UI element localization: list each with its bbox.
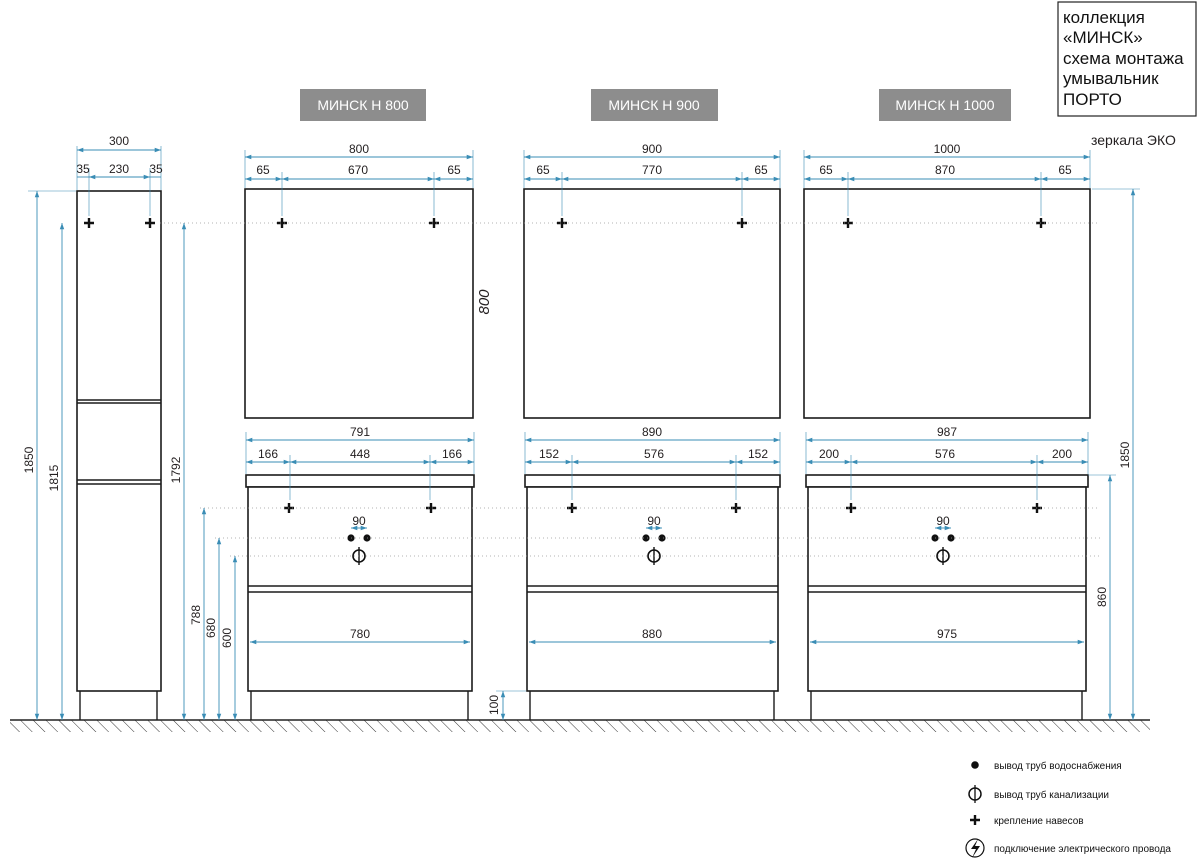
- info-box: коллекция «МИНСК» схема монтажа умывальн…: [1057, 1, 1197, 117]
- mirror-900-width-label: 900: [642, 142, 662, 156]
- vertical-dimensions: 1850 1815 1792 788 680 600 100 800 860 1…: [22, 188, 1140, 720]
- column-width-label: 300: [109, 134, 129, 148]
- cabinet-800-mid-label: 448: [350, 447, 370, 461]
- floor: [10, 719, 1150, 732]
- cabinet-mount-height-label: 788: [189, 605, 203, 625]
- legend-mount-cross-icon: [969, 814, 981, 826]
- cabinet-1000-pipe-spacing-label: 90: [936, 514, 950, 528]
- cabinet-900-right-label: 152: [748, 447, 768, 461]
- total-height-1850-label: 1850: [1118, 441, 1132, 468]
- cabinet-900-mid-label: 576: [644, 447, 664, 461]
- legend-water-supply-icon: [971, 761, 979, 769]
- mirror-900-dimensions: 900 65 770 65: [523, 142, 781, 216]
- column-dimensions: 300 35 230 35: [76, 134, 163, 216]
- column-height-1850-label: 1850: [22, 446, 36, 473]
- mirror-800-left-label: 65: [256, 163, 270, 177]
- column-mount-height-label: 1815: [47, 464, 61, 491]
- leg-height-label: 100: [487, 695, 501, 715]
- cabinet-900: [524, 474, 781, 720]
- mirror-height-label: 800: [476, 289, 493, 315]
- cabinet-1000-drawer-label: 975: [937, 627, 957, 641]
- cabinet-1000-right-label: 200: [1052, 447, 1072, 461]
- model-label-900: МИНСК Н 900: [591, 89, 718, 121]
- cabinet-height-label: 860: [1095, 587, 1109, 607]
- reference-lines: [160, 222, 1100, 557]
- water-supply-height-label: 680: [204, 618, 218, 638]
- mirror-900: [523, 188, 781, 419]
- cabinet-900-drawer-label: 880: [642, 627, 662, 641]
- mirror-900-mid-label: 770: [642, 163, 662, 177]
- mirror-1000-right-label: 65: [1058, 163, 1072, 177]
- water-supply-dot-icon: [658, 534, 666, 542]
- mirror-mount-height-label: 1792: [169, 456, 183, 483]
- cabinet-1000-mid-label: 576: [935, 447, 955, 461]
- mirror-1000-left-label: 65: [819, 163, 833, 177]
- mirror-1000: [803, 188, 1091, 419]
- legend-electric-icon: [965, 838, 985, 858]
- cabinet-1000-width-label: 987: [937, 425, 957, 439]
- mirror-800-mid-label: 670: [348, 163, 368, 177]
- mirror-800-width-label: 800: [349, 142, 369, 156]
- info-line-5: ПОРТО: [1063, 90, 1122, 109]
- column-right-offset-label: 35: [149, 162, 163, 176]
- mirror-800-dimensions: 800 65 670 65: [244, 142, 474, 216]
- legend-electric-text: подключение электрического провода: [994, 844, 1171, 855]
- mirror-900-right-label: 65: [754, 163, 768, 177]
- cabinet-800-dimensions: 791 166 448 166 780: [245, 425, 475, 645]
- cabinet-800-pipes: 90: [347, 514, 371, 565]
- cabinet-800: [245, 474, 475, 720]
- info-line-4: умывальник: [1063, 69, 1159, 88]
- cabinet-900-dimensions: 890 152 576 152 880: [524, 425, 781, 645]
- info-line-3: схема монтажа: [1063, 49, 1184, 68]
- model-label-800-text: МИНСК Н 800: [317, 97, 409, 113]
- info-line-2: «МИНСК»: [1063, 28, 1143, 47]
- cabinet-800-left-label: 166: [258, 447, 278, 461]
- cabinet-800-right-label: 166: [442, 447, 462, 461]
- cabinet-900-pipes: 90: [642, 514, 666, 565]
- cabinet-1000-dimensions: 987 200 576 200 975: [805, 425, 1089, 645]
- info-line-1: коллекция: [1063, 8, 1145, 27]
- mirror-1000-mid-label: 870: [935, 163, 955, 177]
- cabinet-1000: [805, 474, 1089, 720]
- legend-mount-text: крепление навесов: [994, 816, 1084, 827]
- drain-height-label: 600: [220, 628, 234, 648]
- mirror-note: зеркала ЭКО: [1091, 132, 1176, 148]
- cabinet-900-width-label: 890: [642, 425, 662, 439]
- mirror-1000-width-label: 1000: [934, 142, 961, 156]
- cabinet-900-pipe-spacing-label: 90: [647, 514, 661, 528]
- water-supply-dot-icon: [642, 534, 650, 542]
- cabinet-800-drawer-label: 780: [350, 627, 370, 641]
- column-cabinet: [76, 190, 162, 720]
- column-left-offset-label: 35: [76, 162, 90, 176]
- cabinet-800-pipe-spacing-label: 90: [352, 514, 366, 528]
- model-label-900-text: МИНСК Н 900: [608, 97, 700, 113]
- cabinet-900-left-label: 152: [539, 447, 559, 461]
- model-label-800: МИНСК Н 800: [300, 89, 426, 121]
- model-label-1000: МИНСК Н 1000: [879, 89, 1011, 121]
- legend-drain-text: вывод труб канализации: [994, 789, 1109, 801]
- model-label-1000-text: МИНСК Н 1000: [895, 97, 994, 113]
- legend: вывод труб водоснабжения вывод труб кана…: [965, 760, 1171, 858]
- mirror-900-left-label: 65: [536, 163, 550, 177]
- column-mid-label: 230: [109, 162, 129, 176]
- mirror-800-right-label: 65: [447, 163, 461, 177]
- cabinet-800-width-label: 791: [350, 425, 370, 439]
- legend-water-supply-text: вывод труб водоснабжения: [994, 760, 1122, 772]
- mirror-1000-dimensions: 1000 65 870 65: [803, 142, 1091, 216]
- cabinet-1000-left-label: 200: [819, 447, 839, 461]
